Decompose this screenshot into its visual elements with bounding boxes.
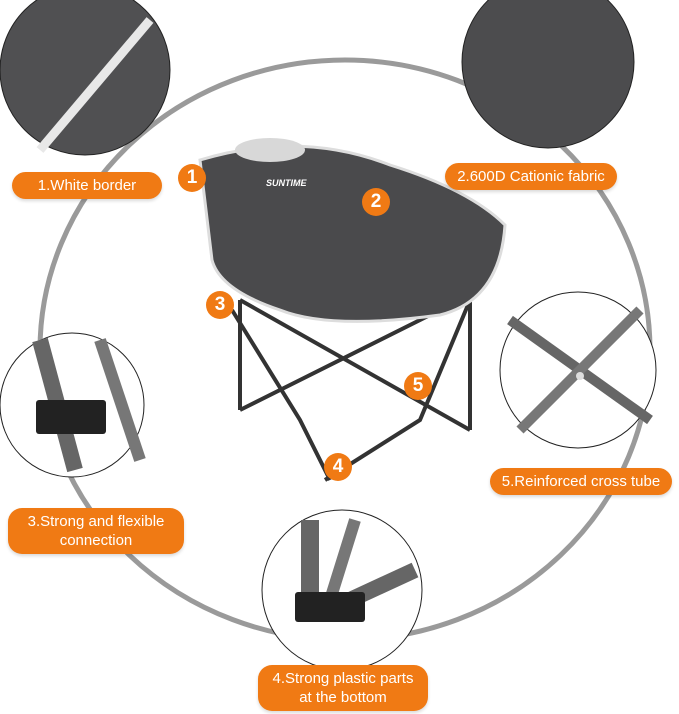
label-connection: 3.Strong and flexible connection xyxy=(8,508,184,554)
detail-cross-tube xyxy=(499,291,657,449)
detail-connection xyxy=(0,332,146,478)
badge-4: 4 xyxy=(324,453,352,481)
label-fabric: 2.600D Cationic fabric xyxy=(445,163,617,190)
badge-5: 5 xyxy=(404,372,432,400)
chair-image xyxy=(198,138,507,482)
badge-2: 2 xyxy=(362,188,390,216)
detail-fabric xyxy=(461,0,635,149)
detail-plastic-foot xyxy=(261,509,423,671)
detail-white-border xyxy=(0,0,171,156)
badge-3: 3 xyxy=(206,291,234,319)
label-cross-tube: 5.Reinforced cross tube xyxy=(490,468,672,495)
label-plastic-parts: 4.Strong plastic parts at the bottom xyxy=(258,665,428,711)
label-white-border: 1.White border xyxy=(12,172,162,199)
brand-logo: SUNTIME xyxy=(266,178,307,188)
badge-1: 1 xyxy=(178,164,206,192)
